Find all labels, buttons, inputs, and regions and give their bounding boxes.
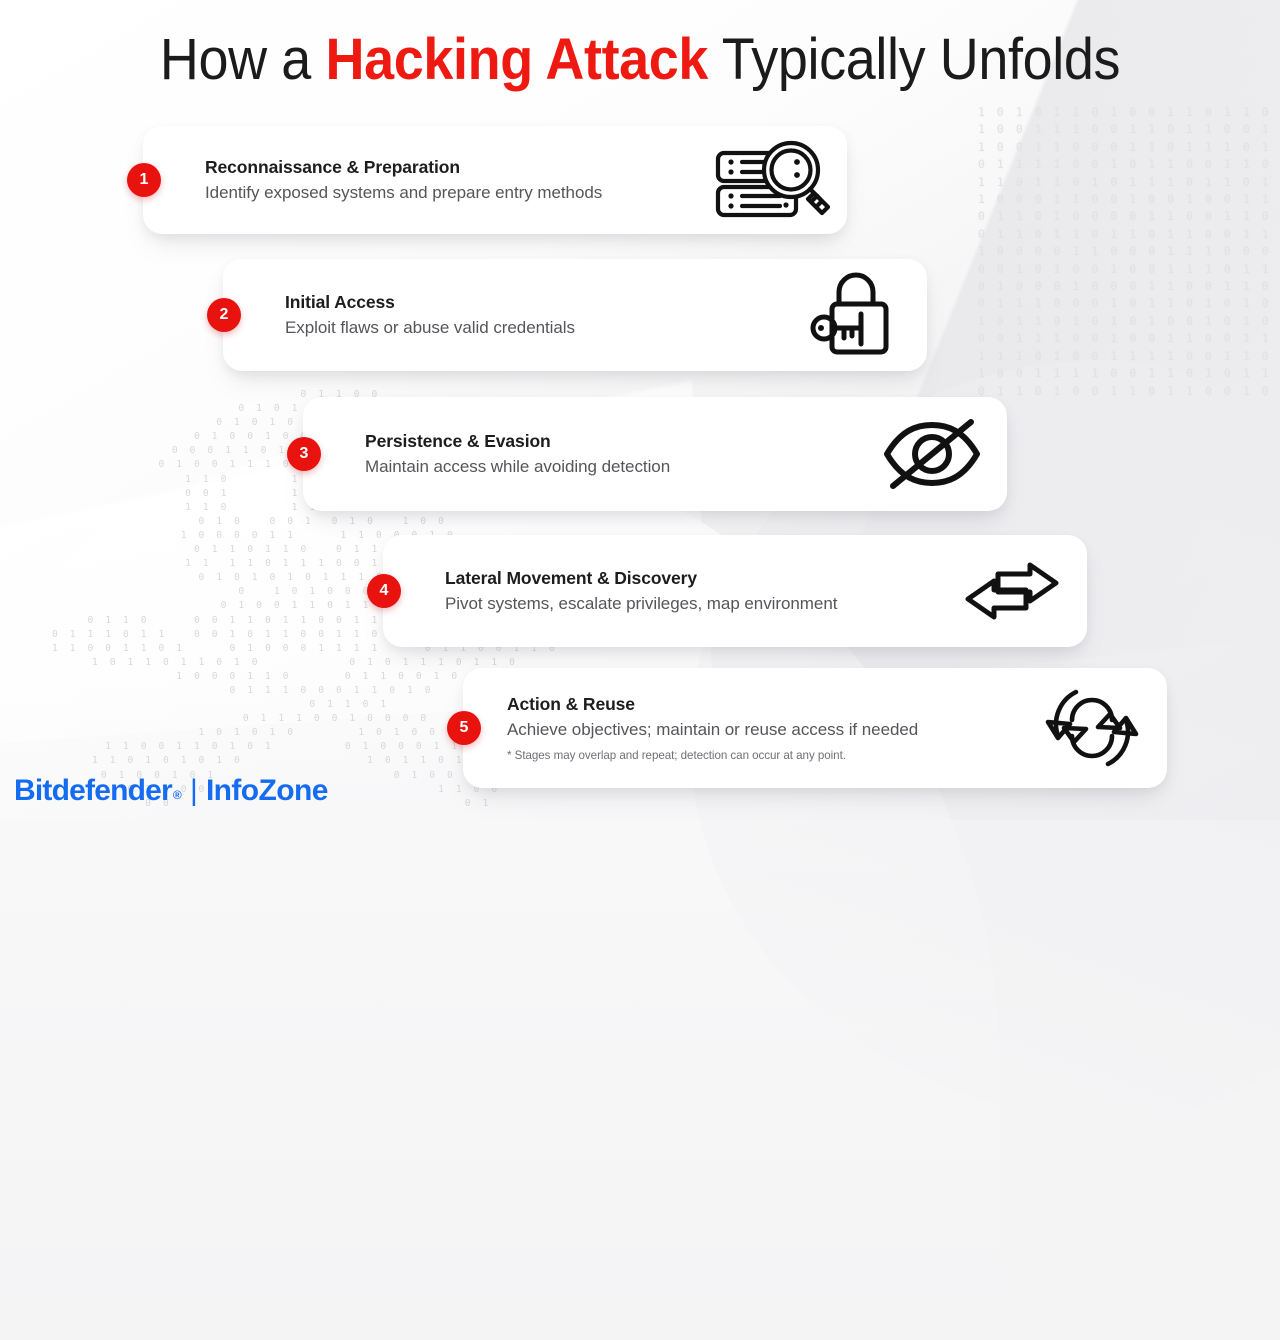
stage-description-5: Achieve objectives; maintain or reuse ac…	[507, 720, 919, 739]
eye-off-icon	[857, 397, 1007, 511]
stage-description-4: Pivot systems, escalate privileges, map …	[445, 594, 838, 613]
refresh-cycle-icon	[1017, 668, 1167, 788]
page-title-accent: Hacking Attack	[325, 27, 709, 92]
page-title-trail: Typically Unfolds	[708, 27, 1121, 92]
stage-badge-4: 4	[367, 574, 401, 608]
stage-title-4: Lateral Movement & Discovery	[445, 568, 698, 588]
stage-title-5: Action & Reuse	[507, 694, 635, 714]
stage-badge-5: 5	[447, 711, 481, 745]
bitdefender-infozone-logo: Bitdefender® | InfoZone	[14, 774, 328, 808]
server-magnifier-icon	[697, 126, 847, 234]
stage-card-1[interactable]: 1 Reconnaissance & Preparation Identify …	[127, 126, 847, 234]
stage-card-4[interactable]: 4 Lateral Movement & Discovery Pivot sys…	[367, 535, 1087, 647]
stage-card-3-body: Persistence & Evasion Maintain access wh…	[303, 431, 857, 477]
stage-description-2: Exploit flaws or abuse valid credentials	[285, 318, 575, 337]
stage-card-2[interactable]: 2 Initial Access Exploit flaws or abuse …	[207, 259, 927, 371]
stage-card-5-body: Action & Reuse Achieve objectives; maint…	[463, 694, 1017, 762]
stage-card-2-body: Initial Access Exploit flaws or abuse va…	[223, 292, 777, 338]
logo-product: InfoZone	[205, 774, 328, 807]
bidirectional-arrows-icon	[937, 535, 1087, 647]
stage-title-3: Persistence & Evasion	[365, 431, 551, 451]
logo-registered-mark: ®	[172, 788, 182, 802]
stage-description-1: Identify exposed systems and prepare ent…	[205, 183, 603, 202]
stage-card-4-body: Lateral Movement & Discovery Pivot syste…	[383, 568, 937, 614]
logo-brand: Bitdefender	[14, 774, 173, 807]
stage-card-5[interactable]: 5 Action & Reuse Achieve objectives; mai…	[447, 668, 1167, 788]
page-title: How a Hacking Attack Typically Unfolds	[45, 27, 1235, 93]
stage-description-3: Maintain access while avoiding detection	[365, 457, 671, 476]
stage-card-1-body: Reconnaissance & Preparation Identify ex…	[143, 157, 697, 203]
logo-separator: |	[189, 774, 198, 807]
page-title-lead: How a	[159, 27, 326, 92]
stage-title-2: Initial Access	[285, 292, 395, 312]
stage-footnote: * Stages may overlap and repeat; detecti…	[507, 749, 846, 762]
padlock-key-icon	[777, 259, 927, 371]
stage-badge-1: 1	[127, 163, 161, 197]
stage-badge-3: 3	[287, 437, 321, 471]
stage-card-3[interactable]: 3 Persistence & Evasion Maintain access …	[287, 397, 1007, 511]
stage-title-1: Reconnaissance & Preparation	[205, 157, 460, 177]
stage-badge-2: 2	[207, 298, 241, 332]
